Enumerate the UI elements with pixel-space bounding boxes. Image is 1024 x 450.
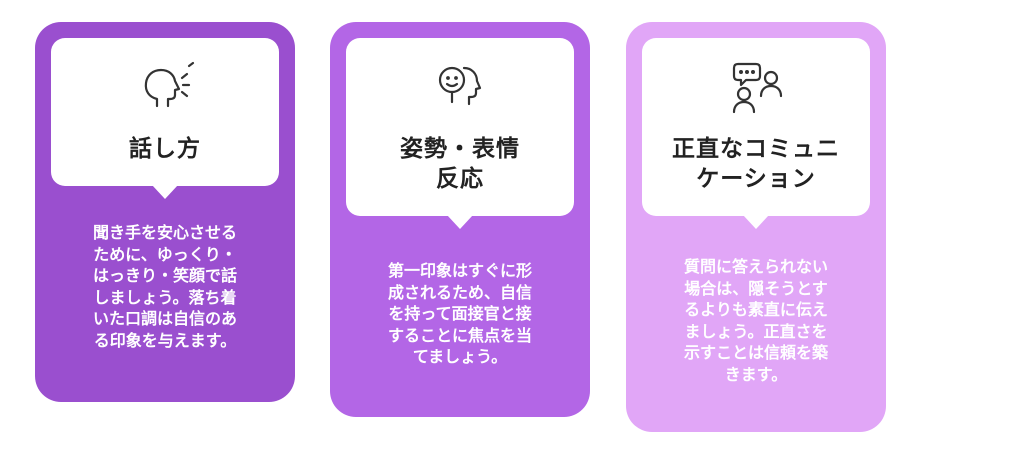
card-header-bubble: 話し方 bbox=[51, 38, 279, 199]
card-title: 話し方 bbox=[129, 136, 201, 162]
card-header-bubble: 正直なコミュニ ケーション bbox=[642, 38, 870, 229]
conversation-icon bbox=[726, 58, 786, 114]
card-posture-expression: 姿勢・表情 反応 第一印象はすぐに形 成されるため、自信 を持って面接官と接 す… bbox=[330, 22, 590, 417]
card-description: 第一印象はすぐに形 成されるため、自信 を持って面接官と接 することに焦点を当 … bbox=[387, 261, 532, 366]
card-speaking-style: 話し方 聞き手を安心させる ために、ゆっくり・ はっきり・笑顔で話 しましょう。… bbox=[35, 22, 295, 402]
card-header-bubble: 姿勢・表情 反応 bbox=[346, 38, 574, 229]
card-honest-communication: 正直なコミュニ ケーション 質問に答えられない 場合は、隠そうとす るよりも素直… bbox=[626, 22, 886, 432]
speaking-head-icon bbox=[135, 58, 195, 114]
card-description: 聞き手を安心させる ために、ゆっくり・ はっきり・笑顔で話 しましょう。落ち着 … bbox=[92, 223, 237, 350]
card-title: 正直なコミュニ ケーション bbox=[672, 136, 840, 192]
card-title: 姿勢・表情 反応 bbox=[400, 136, 520, 192]
smiling-face-icon bbox=[430, 58, 490, 114]
card-description: 質問に答えられない 場合は、隠そうとす るよりも素直に伝え ましょう。正直さを … bbox=[683, 257, 828, 384]
